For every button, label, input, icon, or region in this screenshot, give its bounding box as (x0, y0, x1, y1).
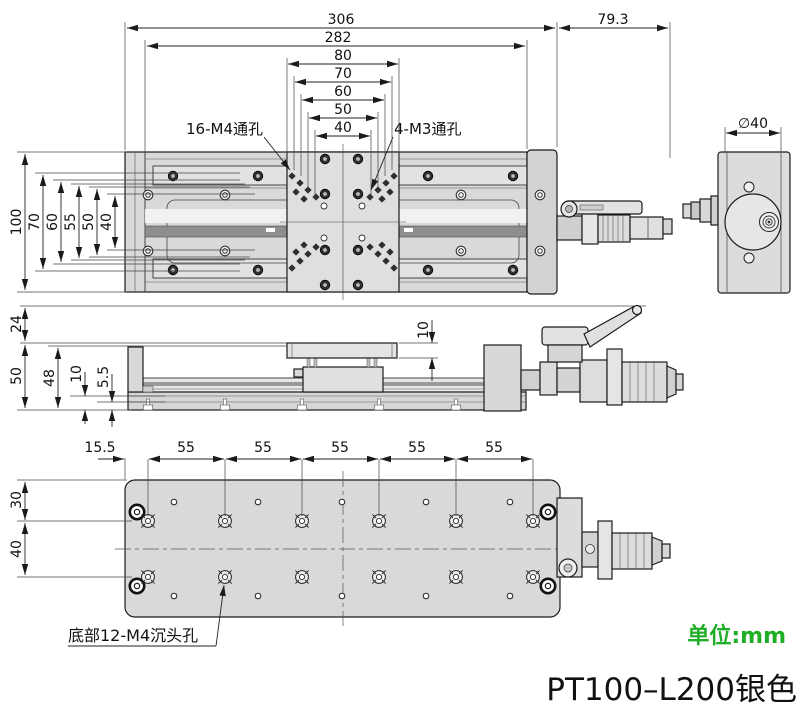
front-view-dimensions: 24 50 48 10 5.5 10 (9, 308, 438, 427)
dim-24: 24 (9, 315, 25, 333)
dim-55-5: 55 (485, 440, 503, 456)
small-hole (254, 498, 262, 506)
dim-40-bottom: 40 (9, 540, 25, 558)
front-view: 24 50 48 10 5.5 10 (9, 304, 684, 427)
dim-282: 282 (325, 30, 352, 46)
dim-40-v: 40 (99, 213, 115, 231)
cap-screw (252, 264, 264, 276)
ring-hole (219, 189, 231, 201)
label-m3-holes: 4-M3通孔 (394, 120, 461, 138)
dim-10-right: 10 (416, 321, 432, 339)
countersunk-hole (217, 513, 233, 529)
left-end-block (127, 346, 144, 393)
dim-55-v: 55 (63, 213, 79, 231)
dim-80: 80 (334, 48, 352, 64)
unit-label: 单位:mm (687, 623, 786, 649)
lock-lever-top (560, 200, 643, 218)
dim-10-left: 10 (69, 365, 85, 383)
dim-60: 60 (334, 84, 352, 100)
ring-hole (534, 189, 546, 201)
ring-hole (455, 245, 467, 257)
small-hole (170, 592, 178, 600)
dim-55-4: 55 (408, 440, 426, 456)
dim-70-v: 70 (27, 213, 43, 231)
dim-5-5: 5.5 (96, 366, 112, 388)
ring-hole (142, 189, 154, 201)
countersunk-hole (294, 513, 310, 529)
dim-40: 40 (334, 120, 352, 136)
dim-50-front: 50 (9, 367, 25, 385)
lock-lever-side (541, 304, 643, 363)
micrometer-top (556, 200, 705, 245)
cap-screw (422, 170, 434, 182)
countersunk-hole (525, 513, 541, 529)
page-title: PT100–L200银色 (546, 672, 797, 708)
dim-30: 30 (9, 491, 25, 509)
dim-48: 48 (42, 369, 58, 387)
dim-79-3: 79.3 (597, 12, 628, 28)
countersunk-hole (294, 569, 310, 585)
base-plate (127, 391, 527, 411)
bottom-view: 15.5 55 55 55 55 55 30 40 底部12-M4沉头孔 (9, 440, 671, 647)
micrometer-side (520, 348, 684, 406)
small-hole (422, 498, 430, 506)
cap-screw (507, 264, 519, 276)
small-hole (254, 592, 262, 600)
dim-100-v: 100 (9, 209, 25, 236)
top-view (124, 144, 705, 300)
ring-hole (219, 245, 231, 257)
ring-hole (142, 245, 154, 257)
cap-screw (422, 264, 434, 276)
corner-hole (539, 577, 557, 595)
countersunk-hole (217, 569, 233, 585)
dim-55-2: 55 (254, 440, 272, 456)
small-hole (506, 498, 514, 506)
side-view: ∅40 (690, 116, 791, 294)
corner-hole (128, 503, 146, 521)
dim-diameter-40: ∅40 (738, 116, 768, 132)
dim-55-3: 55 (331, 440, 349, 456)
top-view-dimensions: 306 282 80 70 60 50 40 79.3 100 70 60 55… (9, 12, 671, 293)
countersunk-hole (448, 513, 464, 529)
small-hole (422, 592, 430, 600)
dim-60-v: 60 (45, 213, 61, 231)
label-m4-holes: 16-M4通孔 (186, 120, 263, 138)
countersunk-hole (371, 513, 387, 529)
carriage (302, 366, 384, 393)
cap-screw (507, 170, 519, 182)
cap-screw (167, 264, 179, 276)
ring-hole (534, 245, 546, 257)
end-plate (526, 149, 558, 295)
small-hole (170, 498, 178, 506)
dim-55-1: 55 (177, 440, 195, 456)
corner-hole (539, 503, 557, 521)
dim-15-5: 15.5 (84, 440, 115, 456)
micrometer-bottom (556, 497, 671, 580)
small-hole (338, 592, 346, 600)
countersunk-hole (371, 569, 387, 585)
end-plate-side (483, 344, 522, 412)
countersunk-hole (448, 569, 464, 585)
platform-side (286, 342, 398, 359)
dim-306: 306 (328, 12, 355, 28)
dim-70: 70 (334, 66, 352, 82)
dim-50-v: 50 (81, 213, 97, 231)
cap-screw (252, 170, 264, 182)
dim-50: 50 (334, 102, 352, 118)
label-countersunk-holes: 底部12-M4沉头孔 (68, 626, 198, 645)
bottom-view-dimensions: 15.5 55 55 55 55 55 30 40 底部12-M4沉头孔 (9, 440, 534, 647)
ring-hole (455, 189, 467, 201)
corner-hole (128, 577, 146, 595)
countersunk-hole (525, 569, 541, 585)
small-hole (338, 498, 346, 506)
small-hole (506, 592, 514, 600)
countersunk-hole (140, 569, 156, 585)
round-boss (724, 193, 782, 251)
countersunk-hole (140, 513, 156, 529)
cap-screw (167, 170, 179, 182)
platform (280, 144, 406, 300)
